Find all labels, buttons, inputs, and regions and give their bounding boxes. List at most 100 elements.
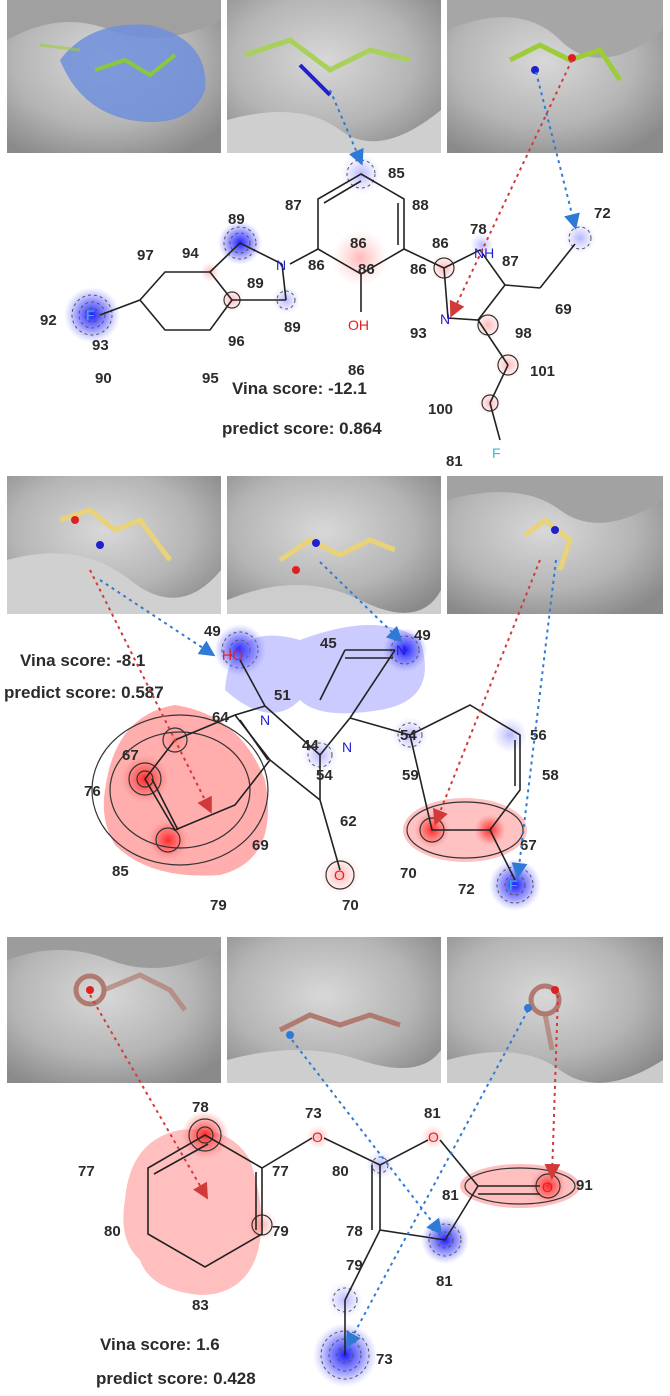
label: 96: [228, 333, 245, 350]
label: 49: [414, 627, 431, 644]
label: 88: [412, 197, 429, 214]
label: 89: [228, 211, 245, 228]
molecule-3: [147, 1134, 540, 1355]
label: 77: [78, 1163, 95, 1180]
label: 86: [432, 235, 449, 252]
atom-ho: HO: [222, 647, 243, 663]
label: 92: [40, 312, 57, 329]
atom-f: F: [509, 877, 518, 893]
label: 59: [402, 767, 419, 784]
label: 70: [342, 897, 359, 914]
label: 86: [410, 261, 427, 278]
label: 72: [458, 881, 475, 898]
label: 56: [530, 727, 547, 744]
label: 89: [284, 319, 301, 336]
atom-f: F: [86, 307, 95, 323]
atom-oh: OH: [348, 317, 369, 333]
label: 87: [285, 197, 302, 214]
label: 79: [210, 897, 227, 914]
label: 69: [555, 301, 572, 318]
pocket-image-2c: [447, 476, 663, 614]
label: 54: [316, 767, 333, 784]
label: 78: [192, 1099, 209, 1116]
atom-n: N: [260, 712, 270, 728]
label: 64: [212, 709, 229, 726]
label: 81: [446, 453, 463, 470]
label: 79: [346, 1257, 363, 1274]
label: 83: [192, 1297, 209, 1314]
label: 58: [542, 767, 559, 784]
label: 97: [137, 247, 154, 264]
label: 85: [112, 863, 129, 880]
atom-n: N: [440, 311, 450, 327]
label: 67: [520, 837, 537, 854]
pocket-image-3c: [447, 937, 663, 1083]
pocket-image-2b: [227, 476, 441, 614]
panel-1: NH N N OH F F 85 87 88 89 78 72 97 94 86…: [7, 0, 663, 470]
label: 101: [530, 363, 555, 380]
panel-3: O O O 78 73 81 77 77 80 91 81 80 79 78 8…: [7, 937, 663, 1388]
atom-n: N: [396, 642, 406, 658]
label: 93: [92, 337, 109, 354]
label: 85: [388, 165, 405, 182]
label: 98: [515, 325, 532, 342]
label: 80: [332, 1163, 349, 1180]
pocket-image-1a: [7, 0, 221, 153]
label: 95: [202, 370, 219, 387]
label: 81: [442, 1187, 459, 1204]
label: 67: [122, 747, 139, 764]
vina-score: Vina score: 1.6: [100, 1335, 220, 1354]
label: 54: [400, 727, 417, 744]
molecule-2: [144, 649, 521, 881]
label: 93: [410, 325, 427, 342]
atom-o: O: [334, 867, 345, 883]
atom-n: N: [276, 257, 286, 273]
pocket-image-3a: [7, 937, 221, 1083]
pocket-image-1b: [227, 0, 441, 153]
label: 80: [104, 1223, 121, 1240]
label: 76: [84, 783, 101, 800]
label: 79: [272, 1223, 289, 1240]
predict-score: predict score: 0.428: [96, 1369, 256, 1388]
label: 51: [274, 687, 291, 704]
label: 87: [502, 253, 519, 270]
label: 81: [424, 1105, 441, 1122]
label: 91: [576, 1177, 593, 1194]
label: 70: [400, 865, 417, 882]
vina-score: Vina score: -12.1: [232, 379, 367, 398]
atom-f: F: [492, 445, 501, 461]
atom-o: O: [542, 1179, 553, 1195]
label: 45: [320, 635, 337, 652]
label: 100: [428, 401, 453, 418]
label: 44: [302, 737, 319, 754]
label: 86: [308, 257, 325, 274]
atom-o: O: [428, 1129, 439, 1145]
atom-o: O: [312, 1129, 323, 1145]
predict-score: predict score: 0.864: [222, 419, 382, 438]
predict-score: predict score: 0.587: [4, 683, 164, 702]
panel-2: HO N N N O F 49 45 49 51 54 56 64 44 54 …: [4, 476, 663, 914]
label: 49: [204, 623, 221, 640]
label: 69: [252, 837, 269, 854]
label: 77: [272, 1163, 289, 1180]
label: 81: [436, 1273, 453, 1290]
label: 78: [346, 1223, 363, 1240]
atom-nh: NH: [474, 245, 494, 261]
vina-score: Vina score: -8.1: [20, 651, 145, 670]
label: 73: [376, 1351, 393, 1368]
label: 90: [95, 370, 112, 387]
pocket-image-2a: [7, 476, 221, 614]
label: 89: [247, 275, 264, 292]
label: 78: [470, 221, 487, 238]
pocket-image-3b: [227, 937, 441, 1083]
label: 72: [594, 205, 611, 222]
label: 86: [358, 261, 375, 278]
label: 94: [182, 245, 199, 262]
label: 62: [340, 813, 357, 830]
pocket-image-1c: [447, 0, 663, 153]
molecule-1: [99, 173, 576, 441]
atom-n: N: [342, 739, 352, 755]
label: 86: [350, 235, 367, 252]
label: 73: [305, 1105, 322, 1122]
